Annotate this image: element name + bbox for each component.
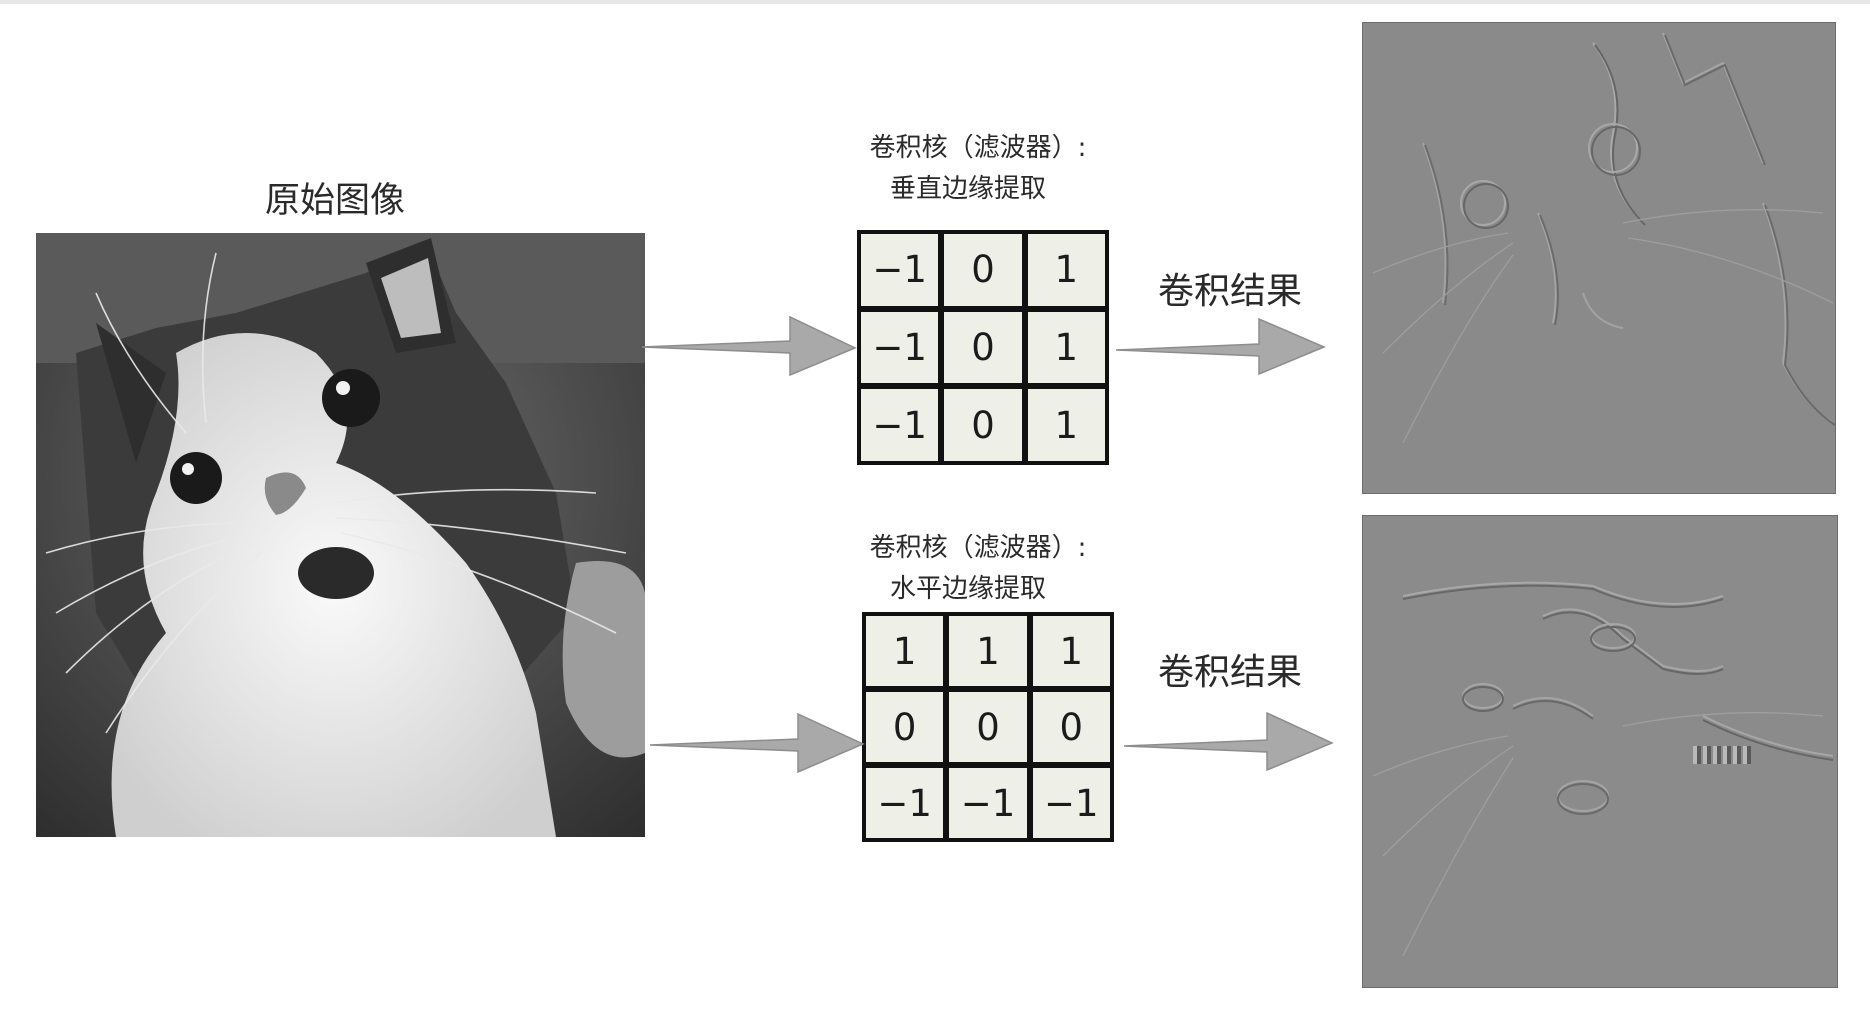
kernel-cell: −1 <box>861 389 939 461</box>
kernel-1-caption-line2: 垂直边缘提取 <box>889 174 1046 204</box>
result-label-1: 卷积结果 <box>1158 271 1303 312</box>
arrow-to-kernel-2 <box>649 712 865 774</box>
arrow-to-result-2 <box>1123 711 1334 772</box>
kernel-2-caption-line1: 卷积核（滤波器）: <box>869 533 1087 563</box>
kernel-cell: 1 <box>866 616 944 686</box>
kernel-cell: −1 <box>861 311 939 384</box>
kernel-2-caption-line2: 水平边缘提取 <box>889 574 1046 604</box>
kernel-cell: −1 <box>1032 768 1110 838</box>
original-cat-image <box>36 233 645 837</box>
horizontal-edge-result-image <box>1362 515 1838 988</box>
kernel-cell: 1 <box>1027 389 1105 461</box>
vertical-edge-result-image <box>1362 22 1836 494</box>
top-divider <box>0 0 1870 4</box>
arrow-to-result-1 <box>1115 317 1326 376</box>
original-image-title: 原始图像 <box>265 181 406 221</box>
kernel-cell: −1 <box>949 768 1027 838</box>
result-label-2: 卷积结果 <box>1158 652 1303 693</box>
kernel-cell: 0 <box>944 234 1022 306</box>
kernel-cell: 0 <box>1032 692 1110 762</box>
kernel-cell: 0 <box>866 692 944 762</box>
kernel-cell: 1 <box>1032 616 1110 686</box>
kernel-cell: −1 <box>866 768 944 838</box>
kernel-cell: −1 <box>861 234 939 306</box>
kernel-cell: 1 <box>1027 311 1105 384</box>
kernel-cell: 0 <box>944 389 1022 461</box>
kernel-1-caption-line1: 卷积核（滤波器）: <box>869 133 1087 163</box>
kernel-cell: 1 <box>1027 234 1105 306</box>
kernel-1-grid: −1 0 1 −1 0 1 −1 0 1 <box>857 230 1109 465</box>
kernel-cell: 0 <box>949 692 1027 762</box>
kernel-cell: 0 <box>944 311 1022 384</box>
arrow-to-kernel-1 <box>641 315 857 377</box>
kernel-cell: 1 <box>949 616 1027 686</box>
kernel-2-grid: 1 1 1 0 0 0 −1 −1 −1 <box>862 612 1114 842</box>
